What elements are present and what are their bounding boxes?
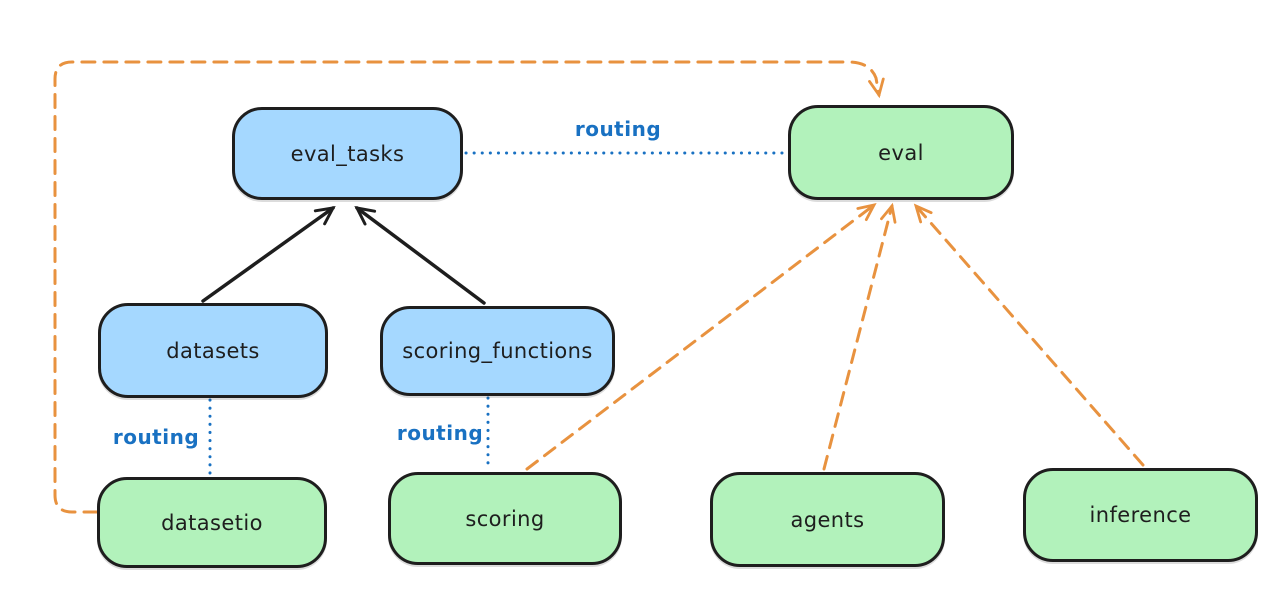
node-agents-label: agents [790, 507, 865, 532]
routing-label-datasets-datasetio: routing [112, 425, 200, 449]
edge-inference-eval [913, 203, 1145, 467]
node-datasets-label: datasets [166, 338, 260, 363]
node-eval: eval [788, 105, 1014, 200]
node-scoring-functions-label: scoring_functions [402, 339, 593, 363]
edge-scoring-eval [525, 202, 877, 471]
node-scoring-label: scoring [465, 506, 545, 531]
node-datasetio: datasetio [97, 477, 327, 568]
node-datasets: datasets [98, 303, 328, 398]
edge-datasets-eval-tasks [201, 206, 336, 303]
routing-label-eval-tasks-eval: routing [574, 117, 662, 141]
node-agents: agents [710, 472, 945, 567]
routing-label-scoring-functions-scoring: routing [396, 421, 484, 445]
edge-agents-eval [822, 202, 897, 471]
node-eval-label: eval [878, 140, 924, 165]
node-inference-label: inference [1089, 503, 1192, 527]
node-inference: inference [1023, 468, 1258, 562]
node-eval-tasks-label: eval_tasks [290, 141, 405, 166]
node-scoring: scoring [388, 472, 622, 565]
node-eval-tasks: eval_tasks [232, 107, 463, 200]
edge-scoring-functions-eval-tasks [354, 205, 486, 305]
node-scoring-functions: scoring_functions [380, 306, 615, 396]
node-datasetio-label: datasetio [161, 510, 263, 535]
